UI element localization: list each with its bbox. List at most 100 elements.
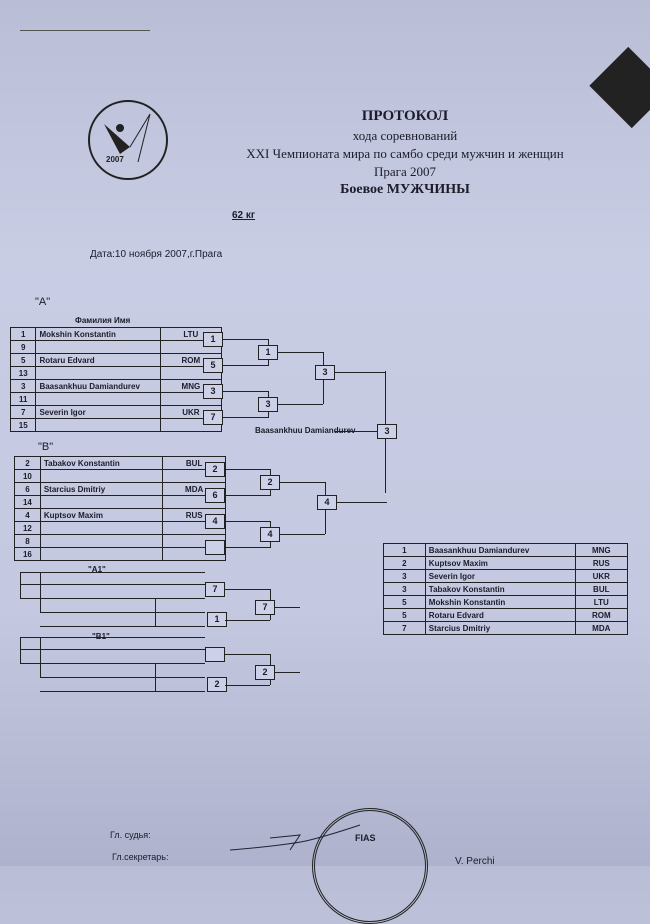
table-row: 12 [14, 521, 226, 535]
name-cell [35, 392, 161, 406]
bracket-line [337, 502, 387, 503]
name-cell: Baasankhuu Damiandurev [35, 379, 161, 393]
country-cell: MDA [574, 621, 629, 635]
seed-cell: 16 [14, 547, 41, 561]
poolB-round2-box: 4 [260, 527, 280, 542]
poolA-round1-box: 3 [203, 384, 223, 399]
bracket-line [40, 637, 41, 677]
bracket-line [223, 417, 268, 418]
name-cell: Severin Igor [35, 405, 161, 419]
bracket-line [20, 572, 21, 598]
bracket-line [40, 677, 205, 678]
repechage-box: 1 [207, 612, 227, 627]
name-cell [35, 418, 161, 432]
name-cell: Starcius Dmitriy [39, 482, 164, 496]
bracket-line [40, 626, 205, 627]
name-cell: Kuptsov Maxim [424, 556, 576, 570]
table-row: 16 [14, 547, 226, 561]
seed-cell: 3 [383, 582, 426, 596]
final-winner-name: Baasankhuu Damiandurev [255, 426, 356, 435]
seed-cell: 7 [9, 405, 37, 419]
seed-cell: 7 [383, 621, 426, 635]
name-cell [39, 521, 164, 535]
name-cell: Rotaru Edvard [424, 608, 576, 622]
country-cell: BUL [574, 582, 629, 596]
poolB-round2-box: 2 [260, 475, 280, 490]
name-cell [39, 469, 164, 483]
seed-cell: 13 [9, 366, 37, 380]
subtitle-line1: хода соревнований [352, 128, 458, 143]
pool-b-label: "B" [38, 441, 54, 453]
seed-cell: 5 [383, 595, 426, 609]
poolB-round1-box: 2 [205, 462, 225, 477]
name-cell [35, 366, 161, 380]
seed-cell: 12 [14, 521, 41, 535]
weight-class: 62 кг [232, 210, 256, 221]
bracket-line [223, 391, 268, 392]
bracket-line [20, 598, 205, 599]
name-cell: Rotaru Edvard [35, 353, 161, 367]
name-cell [39, 534, 164, 548]
bracket-line [155, 598, 156, 626]
bracket-line [20, 572, 205, 573]
bracket-line [20, 584, 205, 585]
bracket-line [225, 685, 270, 686]
name-cell [35, 340, 161, 354]
repechage-result-box: 7 [255, 600, 275, 615]
repechage-box [205, 647, 225, 662]
name-cell: Mokshin Konstantin [424, 595, 576, 609]
championship-logo: 2007 [88, 100, 168, 180]
table-row: 9 [9, 340, 223, 354]
bracket-line [225, 547, 270, 548]
repechage-box: 7 [205, 582, 225, 597]
seed-cell: 10 [14, 469, 41, 483]
bracket-line [20, 663, 205, 664]
protocol-title: ПРОТОКОЛ [361, 108, 449, 124]
name-cell: Kuptsov Maxim [39, 508, 164, 522]
country-cell: LTU [574, 595, 629, 609]
poolA-round2-box: 1 [258, 345, 278, 360]
chief-judge-label: Гл. судья: [110, 830, 151, 840]
country-cell: ROM [574, 608, 629, 622]
seed-cell: 4 [14, 508, 41, 522]
date-text: Дата:10 ноября 2007,г.Прага [90, 249, 223, 260]
bracket-line [280, 482, 325, 483]
seed-cell: 3 [383, 569, 426, 583]
poolA-round3-box: 3 [315, 365, 335, 380]
repechage-box: 2 [207, 677, 227, 692]
secretary-name: V. Perchi [455, 856, 495, 867]
pool-a-label: "A" [35, 296, 51, 308]
final-winner-box: 3 [377, 424, 397, 439]
table-row: 14 [14, 495, 226, 509]
country-cell: MNG [574, 543, 629, 557]
bracket-line [20, 649, 205, 650]
subtitle-line2: XXI Чемпионата мира по самбо среди мужчи… [246, 146, 564, 161]
bracket-line [225, 469, 270, 470]
seed-cell: 1 [383, 543, 426, 557]
seed-cell: 2 [14, 456, 41, 470]
bracket-line [155, 663, 156, 691]
bracket-line [225, 495, 270, 496]
seed-cell: 1 [9, 327, 37, 341]
name-cell: Starcius Dmitriy [424, 621, 576, 635]
name-cell: Severin Igor [424, 569, 576, 583]
svg-text:2007: 2007 [106, 155, 124, 164]
poolA-round1-box: 7 [203, 410, 223, 425]
top-shadow-line [20, 30, 150, 31]
table-row: 13 [9, 366, 223, 380]
poolB-round3-box: 4 [317, 495, 337, 510]
subtitle-line3: Прага 2007 [373, 164, 436, 179]
name-cell: Tabakov Konstantin [39, 456, 164, 470]
bracket-line [225, 620, 270, 621]
signature [230, 824, 361, 851]
bracket-line [335, 372, 385, 373]
poolB-round1-box [205, 540, 225, 555]
bracket-line [223, 339, 268, 340]
